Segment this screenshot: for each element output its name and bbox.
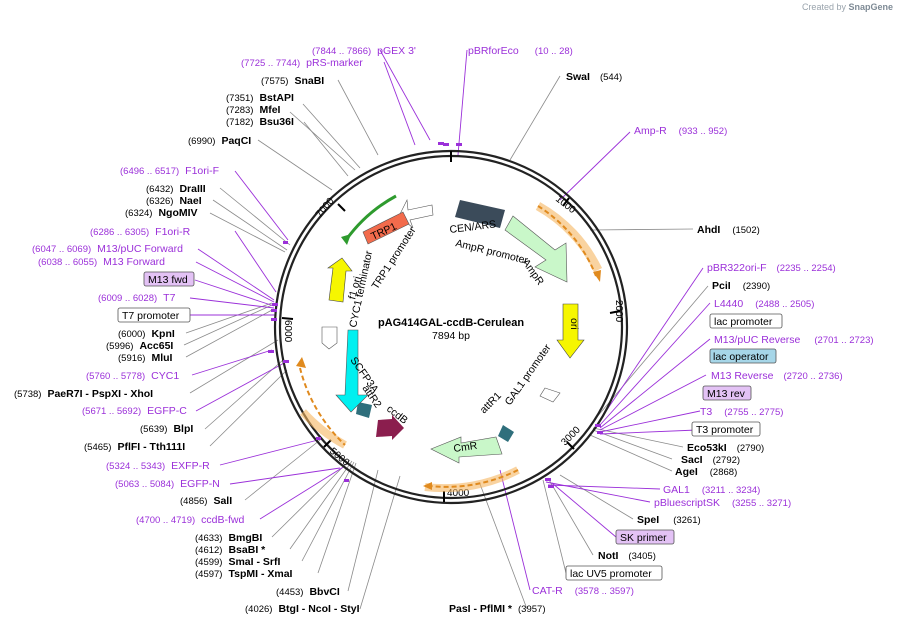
svg-text:4000: 4000 (447, 488, 470, 499)
svg-text:(7351)BstAPI: (7351)BstAPI (226, 92, 294, 104)
svg-text:PciI(2390): PciI(2390) (712, 280, 770, 292)
m13-rev-box: M13 rev (707, 388, 746, 400)
svg-text:(5639)BlpI: (5639)BlpI (140, 423, 193, 435)
svg-text:(5760 .. 5778)CYC1: (5760 .. 5778)CYC1 (86, 370, 179, 382)
svg-text:(4599)SmaI - SrfI: (4599)SmaI - SrfI (195, 556, 280, 568)
svg-text:(4633)BmgBI: (4633)BmgBI (195, 532, 262, 544)
lac-uv5-box: lac UV5 promoter (570, 568, 652, 580)
svg-text:pBR322ori-F(2235 .. 2254): pBR322ori-F(2235 .. 2254) (707, 262, 836, 274)
svg-text:(7182)Bsu36I: (7182)Bsu36I (226, 116, 294, 128)
primer-lines (189, 49, 711, 591)
lac-promoter-box: lac promoter (714, 316, 773, 328)
svg-text:T3(2755 .. 2775): T3(2755 .. 2775) (700, 406, 783, 418)
svg-text:(5324 .. 5343)EXFP-R: (5324 .. 5343)EXFP-R (106, 460, 210, 472)
svg-text:(6432)DraIII: (6432)DraIII (146, 183, 206, 195)
svg-text:(6009 .. 6028)T7: (6009 .. 6028)T7 (98, 292, 176, 304)
svg-text:(6326)NaeI: (6326)NaeI (146, 195, 202, 207)
trp1-arrow (362, 211, 410, 245)
svg-text:(5063 .. 5084)EGFP-N: (5063 .. 5084)EGFP-N (115, 478, 220, 490)
svg-text:AhdI(1502): AhdI(1502) (697, 224, 760, 236)
right-labels: pBRforEco(10 .. 28) SwaI(544) Amp-R(933 … (449, 45, 874, 615)
svg-text:SacI(2792): SacI(2792) (681, 454, 740, 466)
t3-promoter-box: T3 promoter (696, 424, 754, 436)
svg-text:(5738)PaeR7I - PspXI - XhoI: (5738)PaeR7I - PspXI - XhoI (14, 388, 153, 400)
svg-text:(4453)BbvCI: (4453)BbvCI (276, 586, 340, 598)
svg-text:(6324)NgoMIV: (6324)NgoMIV (125, 207, 198, 219)
plasmid-name: pAG414GAL-ccdB-Cerulean (378, 317, 524, 329)
attr1-label: attR1 (478, 390, 504, 416)
ori-arrow (556, 303, 585, 359)
svg-text:(5996)Acc65I: (5996)Acc65I (106, 340, 173, 352)
cen-ars-label: CEN/ARS (449, 218, 497, 236)
svg-text:(4026)BtgI - NcoI - StyI: (4026)BtgI - NcoI - StyI (245, 603, 360, 615)
backbone (273, 149, 629, 505)
svg-text:PasI - PflMI *(3957): PasI - PflMI *(3957) (449, 603, 545, 615)
cmr-label: CmR (453, 440, 479, 455)
sk-primer-box: SK primer (620, 532, 667, 544)
svg-text:L4440(2488 .. 2505): L4440(2488 .. 2505) (714, 298, 814, 310)
svg-text:(6286 .. 6305)F1ori-R: (6286 .. 6305)F1ori-R (90, 226, 191, 238)
attr2-arrow (356, 402, 372, 418)
svg-text:(5916)MluI: (5916)MluI (118, 352, 173, 364)
plasmid-size: 7894 bp (432, 330, 470, 342)
svg-text:SpeI(3261): SpeI(3261) (637, 514, 701, 526)
svg-text:(7844 .. 7866)pGEX 3': (7844 .. 7866)pGEX 3' (312, 45, 416, 57)
ampr-label: AmpR (520, 257, 547, 288)
svg-text:(5465)PflFI - Tth111I: (5465)PflFI - Tth111I (84, 441, 185, 453)
f1ori-arrow (327, 257, 353, 303)
svg-text:(6047 .. 6069)M13/pUC Forward: (6047 .. 6069)M13/pUC Forward (32, 243, 183, 255)
svg-text:(6038 .. 6055)M13 Forward: (6038 .. 6055)M13 Forward (38, 256, 165, 268)
f1ori-label: f1 ori (346, 275, 364, 301)
ori-label: ori (568, 318, 580, 330)
svg-text:6000: 6000 (282, 320, 293, 343)
svg-text:(4856)SalI: (4856)SalI (180, 495, 232, 507)
site-lines (183, 75, 709, 610)
cen-ars-arrow (455, 200, 505, 228)
attr1-arrow (498, 425, 514, 442)
svg-text:2000: 2000 (613, 300, 624, 323)
svg-text:pBRforEco(10 .. 28): pBRforEco(10 .. 28) (468, 45, 573, 57)
svg-text:(7725 .. 7744)pRS-marker: (7725 .. 7744)pRS-marker (241, 57, 363, 69)
svg-text:(6990)PaqCI: (6990)PaqCI (188, 135, 251, 147)
svg-text:(7575)SnaBI: (7575)SnaBI (261, 75, 324, 87)
svg-text:(7283)MfeI: (7283)MfeI (226, 104, 281, 116)
svg-text:GAL1(3211 .. 3234): GAL1(3211 .. 3234) (663, 484, 760, 496)
svg-text:(4700 .. 4719)ccdB-fwd: (4700 .. 4719)ccdB-fwd (136, 514, 244, 526)
svg-text:M13/pUC Reverse(2701 .. 2723): M13/pUC Reverse(2701 .. 2723) (714, 334, 874, 346)
svg-text:(6000)KpnI: (6000)KpnI (118, 328, 175, 340)
ampr-promoter-label: AmpR promoter (454, 237, 529, 267)
lac-operator-box: lac operator (713, 351, 769, 363)
svg-text:Eco53kI(2790): Eco53kI(2790) (687, 442, 764, 454)
svg-text:7000: 7000 (314, 195, 337, 219)
snapgene-brand: Created by SnapGene (801, 2, 893, 12)
m13-fwd-box: M13 fwd (148, 274, 188, 286)
ccdb-arrow (376, 415, 404, 440)
svg-text:(4612)BsaBI *: (4612)BsaBI * (195, 544, 266, 556)
svg-text:CAT-R(3578 .. 3597): CAT-R(3578 .. 3597) (532, 585, 634, 597)
svg-text:AgeI(2868): AgeI(2868) (675, 466, 737, 478)
t7-promoter-box: T7 promoter (122, 310, 180, 322)
svg-text:pBluescriptSK(3255 .. 3271): pBluescriptSK(3255 .. 3271) (654, 497, 791, 509)
scfp3a-arrow (335, 329, 369, 413)
feature-arrows (296, 194, 603, 493)
site-markers (268, 142, 603, 488)
svg-text:5000: 5000 (327, 446, 351, 469)
left-primer-labels: (7844 .. 7866)pGEX 3' (7725 .. 7744)pRS-… (32, 45, 416, 526)
left-site-labels: (7575)SnaBI (7351)BstAPI (7283)MfeI (718… (14, 75, 360, 615)
cmr-arrow (430, 436, 503, 464)
svg-text:(6496 .. 6517)F1ori-F: (6496 .. 6517)F1ori-F (120, 165, 219, 177)
svg-text:M13 Reverse(2720 .. 2736): M13 Reverse(2720 .. 2736) (711, 370, 843, 382)
svg-text:NotI(3405): NotI(3405) (598, 550, 656, 562)
svg-text:SwaI(544): SwaI(544) (566, 71, 622, 83)
ampr-arrow (504, 215, 568, 283)
svg-text:Amp-R(933 .. 952): Amp-R(933 .. 952) (634, 125, 727, 137)
svg-text:(4597)TspMI - XmaI: (4597)TspMI - XmaI (195, 568, 293, 580)
svg-text:3000: 3000 (559, 424, 583, 448)
svg-text:(5671 .. 5692)EGFP-C: (5671 .. 5692)EGFP-C (82, 405, 187, 417)
